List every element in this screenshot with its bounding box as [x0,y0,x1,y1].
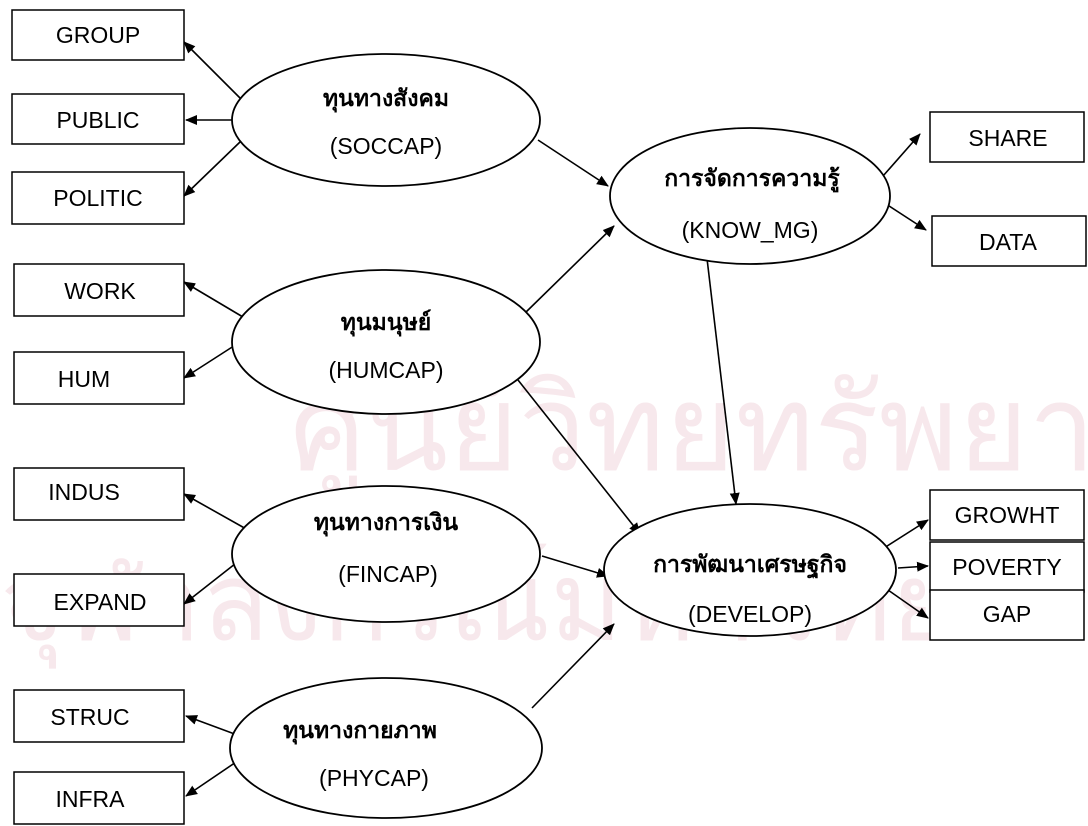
observed-work: WORK [13,263,185,317]
observed-struc: STRUC [13,689,185,743]
edge-fincap-indus [183,493,249,531]
observed-expand: EXPAND [13,573,185,627]
ellipse-know_mg [609,127,891,265]
box-indus [13,467,185,521]
box-struc [13,689,185,743]
edge-soccap-politic [183,141,241,197]
ellipse-fincap [231,485,541,623]
observed-gap: GAP [929,589,1085,641]
ellipse-soccap [231,53,541,187]
soccap-code-label: (SOCCAP) [330,133,442,159]
fincap-thai-label: ทุนทางการเงิน [314,510,458,537]
edge-humcap-hum [183,341,241,379]
latent-soccap: ทุนทางสังคม (SOCCAP) [231,53,541,187]
observed-data: DATA [931,215,1087,267]
edge-phycap-develop [531,623,615,709]
observed-poverty: POVERTY [929,541,1085,593]
edge-humcap-know_mg [523,225,615,315]
edges [183,41,929,797]
latent-know_mg: การจัดการความรู้ (KNOW_MG) [609,127,891,265]
know_mg-code-label: (KNOW_MG) [682,217,819,243]
observed-politic: POLITIC [11,171,185,225]
edge-fincap-develop [541,555,609,578]
latent-humcap: ทุนมนุษย์ (HUMCAP) [231,269,541,415]
box-group [11,9,185,61]
observed-group: GROUP [11,9,185,61]
label-work: WORK [64,278,136,304]
box-politic [11,171,185,225]
edge-develop-gap [887,589,929,619]
edge-humcap-work [183,281,249,321]
observed-public: PUBLIC [11,93,185,145]
phycap-code-label: (PHYCAP) [319,765,429,791]
box-poverty [929,541,1085,593]
edge-develop-growht [883,519,929,549]
latent-develop: การพัฒนาเศรษฐกิจ (DEVELOP) [603,503,897,637]
latent-fincap: ทุนทางการเงิน (FINCAP) [231,485,541,623]
label-expand: EXPAND [54,589,147,615]
observed-infra: INFRA [13,771,185,825]
latent-phycap: ทุนทางกายภาพ (PHYCAP) [229,677,543,819]
develop-thai-label: การพัฒนาเศรษฐกิจ [653,552,847,579]
edge-develop-poverty [897,561,929,572]
label-infra: INFRA [56,786,126,812]
observed-hum: HUM [13,351,185,405]
box-share [929,111,1085,163]
label-struc: STRUC [50,704,129,730]
label-share: SHARE [968,125,1047,151]
edge-soccap-know_mg [537,139,609,187]
edge-know_mg-develop [705,249,740,505]
ellipse-phycap [229,677,543,819]
observed-share: SHARE [929,111,1085,163]
develop-code-label: (DEVELOP) [688,601,812,627]
label-indus: INDUS [48,479,120,505]
box-infra [13,771,185,825]
know_mg-thai-label: การจัดการความรู้ [664,166,840,193]
label-gap: GAP [983,601,1032,627]
humcap-code-label: (HUMCAP) [329,357,444,383]
edge-humcap-develop [517,379,641,535]
phycap-thai-label: ทุนทางกายภาพ [283,718,437,745]
humcap-thai-label: ทุนมนุษย์ [341,309,431,337]
edge-phycap-struc [185,715,241,737]
label-growht: GROWHT [955,502,1060,528]
edge-phycap-infra [185,757,243,797]
label-group: GROUP [56,22,140,48]
ellipse-humcap [231,269,541,415]
box-gap [929,589,1085,641]
box-public [11,93,185,145]
label-data: DATA [979,229,1038,255]
label-politic: POLITIC [53,185,142,211]
soccap-thai-label: ทุนทางสังคม [323,86,449,113]
box-hum [13,351,185,405]
fincap-code-label: (FINCAP) [338,561,438,587]
edge-soccap-group [183,41,241,99]
label-public: PUBLIC [56,107,139,133]
box-expand [13,573,185,627]
label-hum: HUM [58,366,110,392]
box-data [931,215,1087,267]
ellipse-develop [603,503,897,637]
observed-indus: INDUS [13,467,185,521]
edge-know_mg-data [885,203,927,231]
box-growht [929,489,1085,541]
edge-fincap-expand [183,559,241,605]
box-work [13,263,185,317]
observed-growht: GROWHT [929,489,1085,541]
label-poverty: POVERTY [952,554,1062,580]
